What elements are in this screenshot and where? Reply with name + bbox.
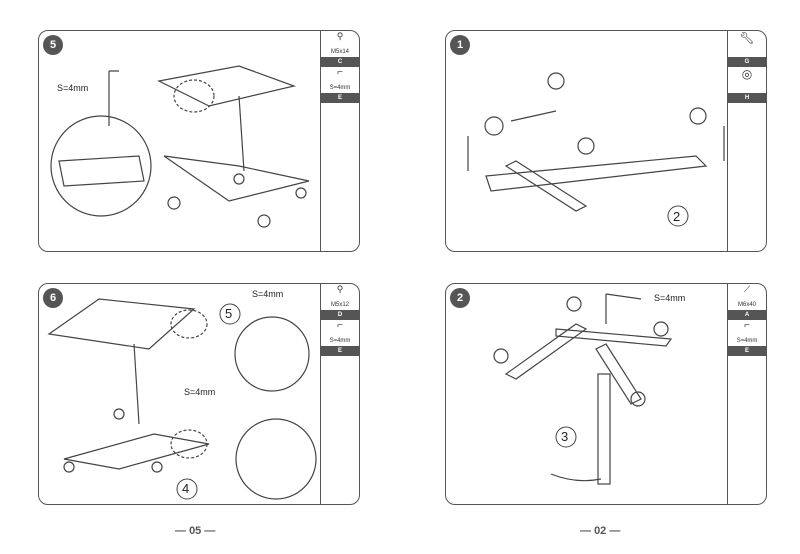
- page-number: 05: [189, 525, 202, 537]
- parts-list: ⚲M5x14 C ⌐S=4mm E: [320, 31, 359, 251]
- allen-size-note: S=4mm: [654, 293, 686, 303]
- step-2-illustration: [493, 293, 673, 485]
- screw-icon: ⚲M5x14: [321, 31, 359, 58]
- page-number-left: — 05 —: [175, 525, 216, 537]
- part-spec: M6x40: [737, 302, 756, 308]
- allen-size-note: S=4mm: [184, 387, 216, 397]
- screw-icon: ⚲M5x12: [321, 284, 359, 311]
- part-spec: S=4mm: [736, 338, 758, 344]
- allen-key-icon: ⌐S=4mm: [321, 67, 359, 94]
- part-code: G: [728, 58, 766, 67]
- parts-list: ⚲M5x12 D ⌐S=4mm E: [320, 284, 359, 504]
- part-spec: M5x14: [330, 49, 349, 55]
- allen-size-note: S=4mm: [57, 83, 89, 93]
- allen-key-icon: ⌐S=4mm: [321, 320, 359, 347]
- step-1-illustration: [467, 72, 725, 227]
- step-5-panel: 5 S=4mm ⚲M5x14 C ⌐S=4mm E: [38, 30, 360, 252]
- part-code: D: [321, 311, 359, 320]
- allen-key-icon: ⌐S=4mm: [728, 320, 766, 347]
- allen-size-note: S=4mm: [252, 289, 284, 299]
- part-code: E: [321, 347, 359, 356]
- step-6-panel: 5 4 S=4mm S=4mm 6 ⚲M5x12 D ⌐S=4mm E: [38, 283, 360, 505]
- parts-list: ⟋M6x40 A ⌐S=4mm E: [727, 284, 766, 504]
- parts-list: 🔧︎ G ◎ H: [727, 31, 766, 251]
- callout-number: 4: [182, 481, 190, 496]
- callout-number: 3: [561, 429, 569, 444]
- wrench-icon: 🔧︎: [728, 31, 766, 58]
- page-number-right: — 02 —: [580, 525, 621, 537]
- step-number: 5: [43, 35, 63, 55]
- part-spec: S=4mm: [329, 338, 351, 344]
- part-spec: M5x12: [330, 302, 349, 308]
- step-2-panel: 3 S=4mm 2 ⟋M6x40 A ⌐S=4mm E: [445, 283, 767, 505]
- page-number: 02: [594, 525, 607, 537]
- part-code: H: [728, 94, 766, 103]
- part-code: E: [728, 347, 766, 356]
- caster-icon: ◎: [728, 67, 766, 94]
- part-code: A: [728, 311, 766, 320]
- step-1-panel: 2 1 🔧︎ G ◎ H: [445, 30, 767, 252]
- step-6-illustration: [47, 298, 317, 500]
- callout-number: 5: [225, 306, 233, 321]
- step-number: 2: [450, 288, 470, 308]
- step-5-illustration: [50, 65, 310, 228]
- step-number: 1: [450, 35, 470, 55]
- bolt-icon: ⟋M6x40: [728, 284, 766, 311]
- step-number: 6: [43, 288, 63, 308]
- part-code: E: [321, 94, 359, 103]
- part-spec: S=4mm: [329, 85, 351, 91]
- callout-number: 2: [673, 209, 681, 224]
- part-code: C: [321, 58, 359, 67]
